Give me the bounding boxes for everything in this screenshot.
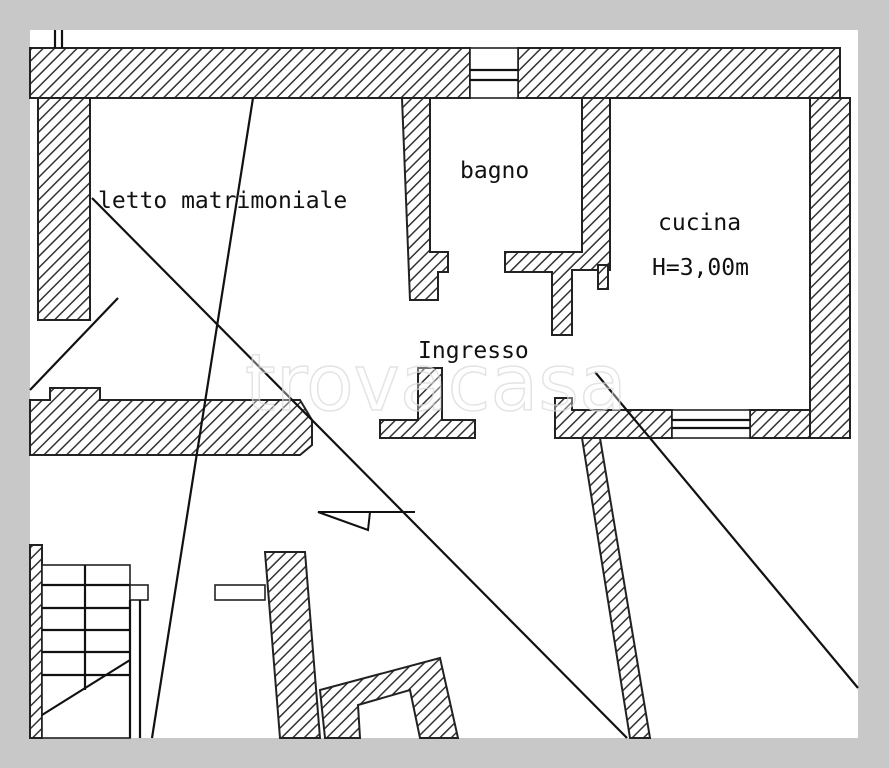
room-label-entrance: Ingresso [418,338,529,364]
walls [29,47,851,739]
plan-area [30,30,858,738]
room-label-bedroom: letto matrimoniale [98,188,347,214]
entry-arrow-icon [317,511,415,532]
cross-lines [29,97,859,739]
watermark: trovacasa [245,339,627,429]
kitchen-height-label: H=3,00m [652,255,749,281]
stairs [41,564,266,739]
windows [53,30,751,439]
room-label-kitchen: cucina [658,210,741,236]
room-label-bathroom: bagno [460,158,529,184]
